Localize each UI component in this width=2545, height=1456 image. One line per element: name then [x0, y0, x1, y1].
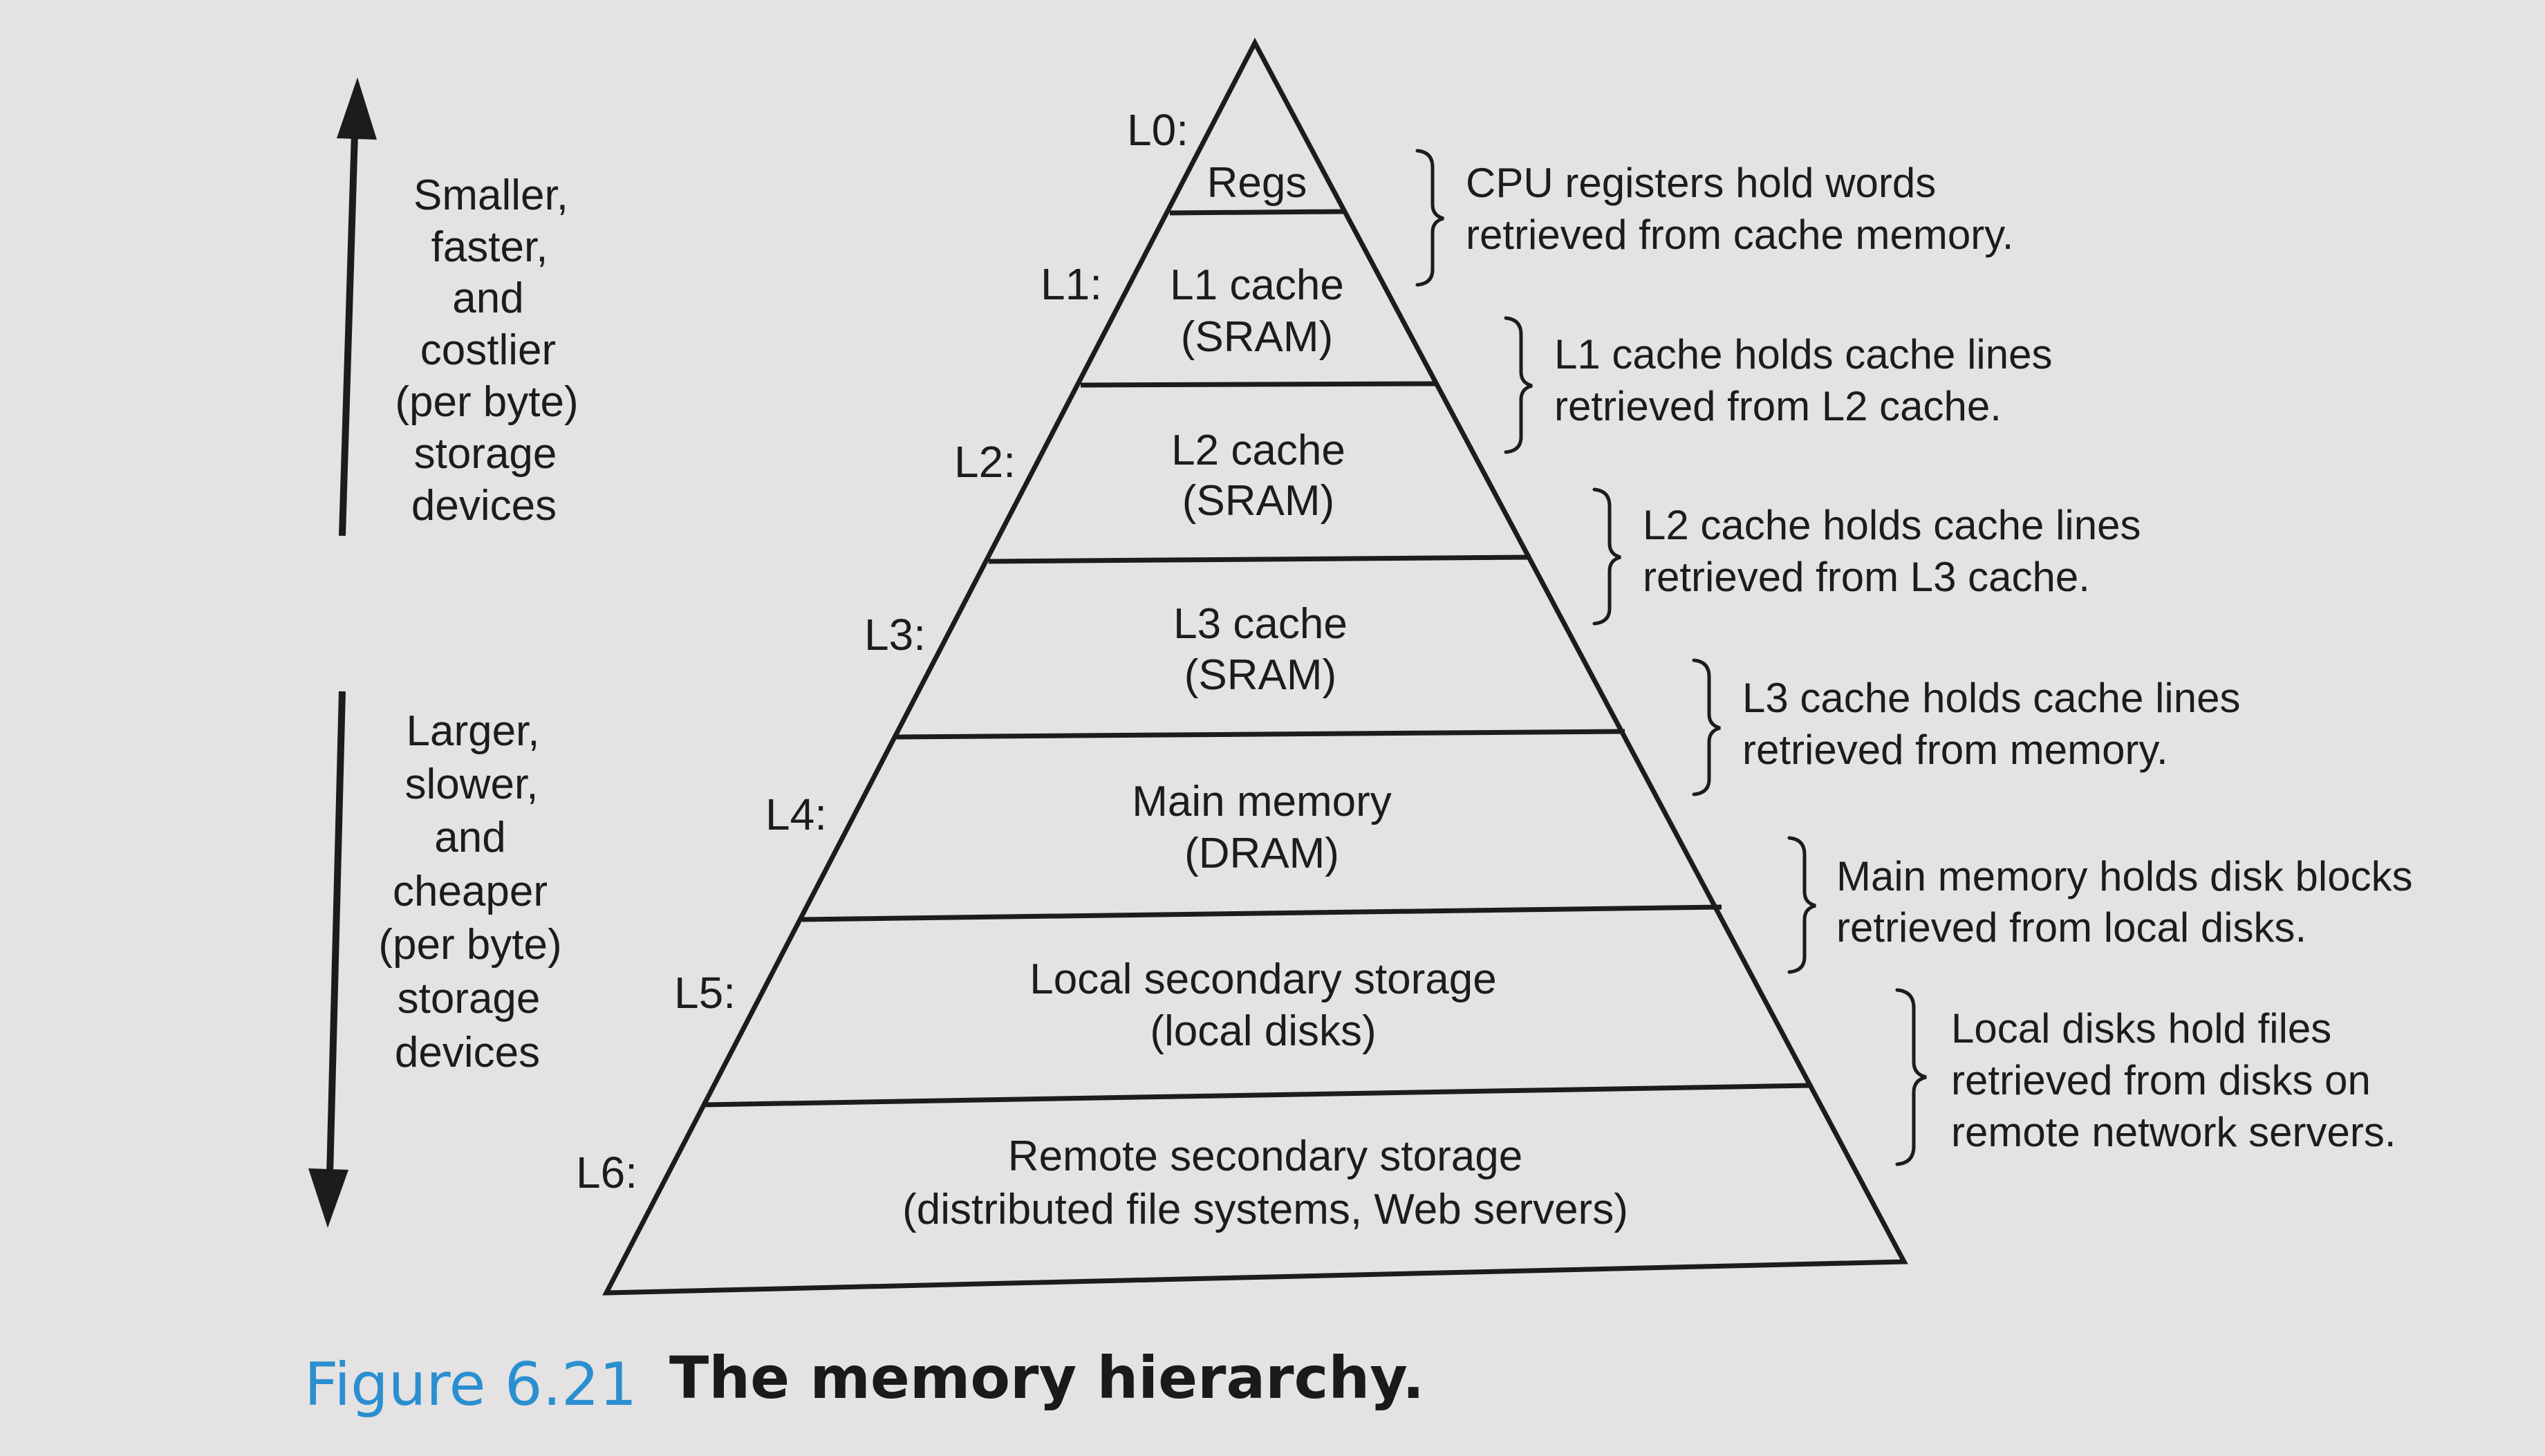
side-top-line-2: faster,	[431, 223, 548, 271]
pyramid-outline	[602, 37, 1908, 1296]
annotation-main-memory-line-2: retrieved from local disks.	[1836, 904, 2306, 951]
brace-regs	[1415, 149, 1444, 287]
level-label-l0: L0:	[1127, 105, 1188, 155]
side-bottom-line-4: cheaper	[393, 868, 548, 915]
level-label-l3: L3:	[864, 610, 926, 660]
annotation-l3-line-1: L3 cache holds cache lines	[1742, 675, 2240, 721]
side-bottom-line-6: storage	[398, 975, 541, 1023]
side-top-line-1: Smaller,	[413, 171, 568, 219]
brace-main-memory	[1787, 836, 1816, 974]
brace-l1	[1504, 316, 1533, 454]
tier-l0-line-1: Regs	[1207, 159, 1307, 207]
tier-l3-line-1: L3 cache	[1173, 600, 1348, 648]
annotation-local-disks-line-3: remote network servers.	[1951, 1109, 2396, 1155]
tier-l2-line-1: L2 cache	[1171, 427, 1345, 474]
tier-l4-line-1: Main memory	[1132, 778, 1392, 825]
side-bottom-line-5: (per byte)	[378, 921, 561, 969]
tier-l2-line-2: (SRAM)	[1182, 477, 1334, 525]
tier-l6-line-2: (distributed file systems, Web servers)	[902, 1186, 1628, 1233]
arrow-down-shaft	[326, 691, 346, 1176]
tier-divider-1	[1169, 209, 1345, 216]
figure-title: The memory hierarchy.	[669, 1344, 1424, 1412]
level-label-l6: L6:	[576, 1148, 637, 1197]
tier-l1-line-1: L1 cache	[1170, 261, 1344, 309]
tier-divider-2	[1080, 381, 1436, 388]
side-top-line-5: (per byte)	[395, 378, 578, 426]
annotation-l1-line-1: L1 cache holds cache lines	[1554, 331, 2052, 377]
annotation-l2-line-1: L2 cache holds cache lines	[1643, 502, 2141, 548]
figure-number: Figure 6.21	[304, 1350, 637, 1419]
arrow-up-shaft	[339, 110, 359, 536]
annotation-main-memory-line-1: Main memory holds disk blocks	[1836, 853, 2413, 899]
arrow-down-icon	[308, 1168, 348, 1228]
tier-l1-line-2: (SRAM)	[1181, 313, 1333, 361]
annotation-local-disks-line-1: Local disks hold files	[1951, 1005, 2331, 1052]
annotation-regs-line-2: retrieved from cache memory.	[1466, 212, 2013, 258]
level-label-l4: L4:	[765, 790, 827, 839]
tier-l5-line-1: Local secondary storage	[1029, 955, 1497, 1003]
level-label-l5: L5:	[674, 968, 736, 1018]
side-top-line-6: storage	[414, 430, 557, 478]
side-bottom-line-3: and	[434, 814, 505, 861]
brace-local-disks	[1895, 988, 1927, 1166]
tier-divider-6	[703, 1083, 1812, 1108]
side-bottom-line-1: Larger,	[406, 707, 539, 755]
tier-divider-5	[801, 904, 1722, 922]
annotation-l3-line-2: retrieved from memory.	[1742, 727, 2168, 773]
annotation-l2-line-2: retrieved from L3 cache.	[1643, 554, 2090, 600]
tier-l5-line-2: (local disks)	[1150, 1007, 1376, 1055]
side-bottom-line-2: slower,	[405, 760, 539, 808]
tier-divider-4	[895, 729, 1625, 740]
level-label-l1: L1:	[1041, 259, 1102, 309]
side-top-line-3: and	[452, 274, 523, 322]
side-bottom-line-7: devices	[395, 1029, 540, 1076]
tier-l4-line-2: (DRAM)	[1184, 830, 1339, 877]
level-label-l2: L2:	[954, 437, 1016, 487]
brace-l2	[1592, 487, 1621, 626]
tier-l3-line-2: (SRAM)	[1184, 651, 1336, 699]
side-top-line-4: costlier	[420, 326, 556, 374]
annotation-local-disks-line-2: retrieved from disks on	[1951, 1057, 2371, 1103]
tier-divider-3	[988, 554, 1531, 564]
tier-l6-line-1: Remote secondary storage	[1008, 1132, 1522, 1180]
arrow-up-icon	[337, 77, 377, 140]
annotation-l1-line-2: retrieved from L2 cache.	[1554, 383, 2002, 429]
annotation-regs-line-1: CPU registers hold words	[1466, 160, 1936, 206]
side-top-line-7: devices	[411, 482, 557, 530]
brace-l3	[1692, 658, 1721, 796]
